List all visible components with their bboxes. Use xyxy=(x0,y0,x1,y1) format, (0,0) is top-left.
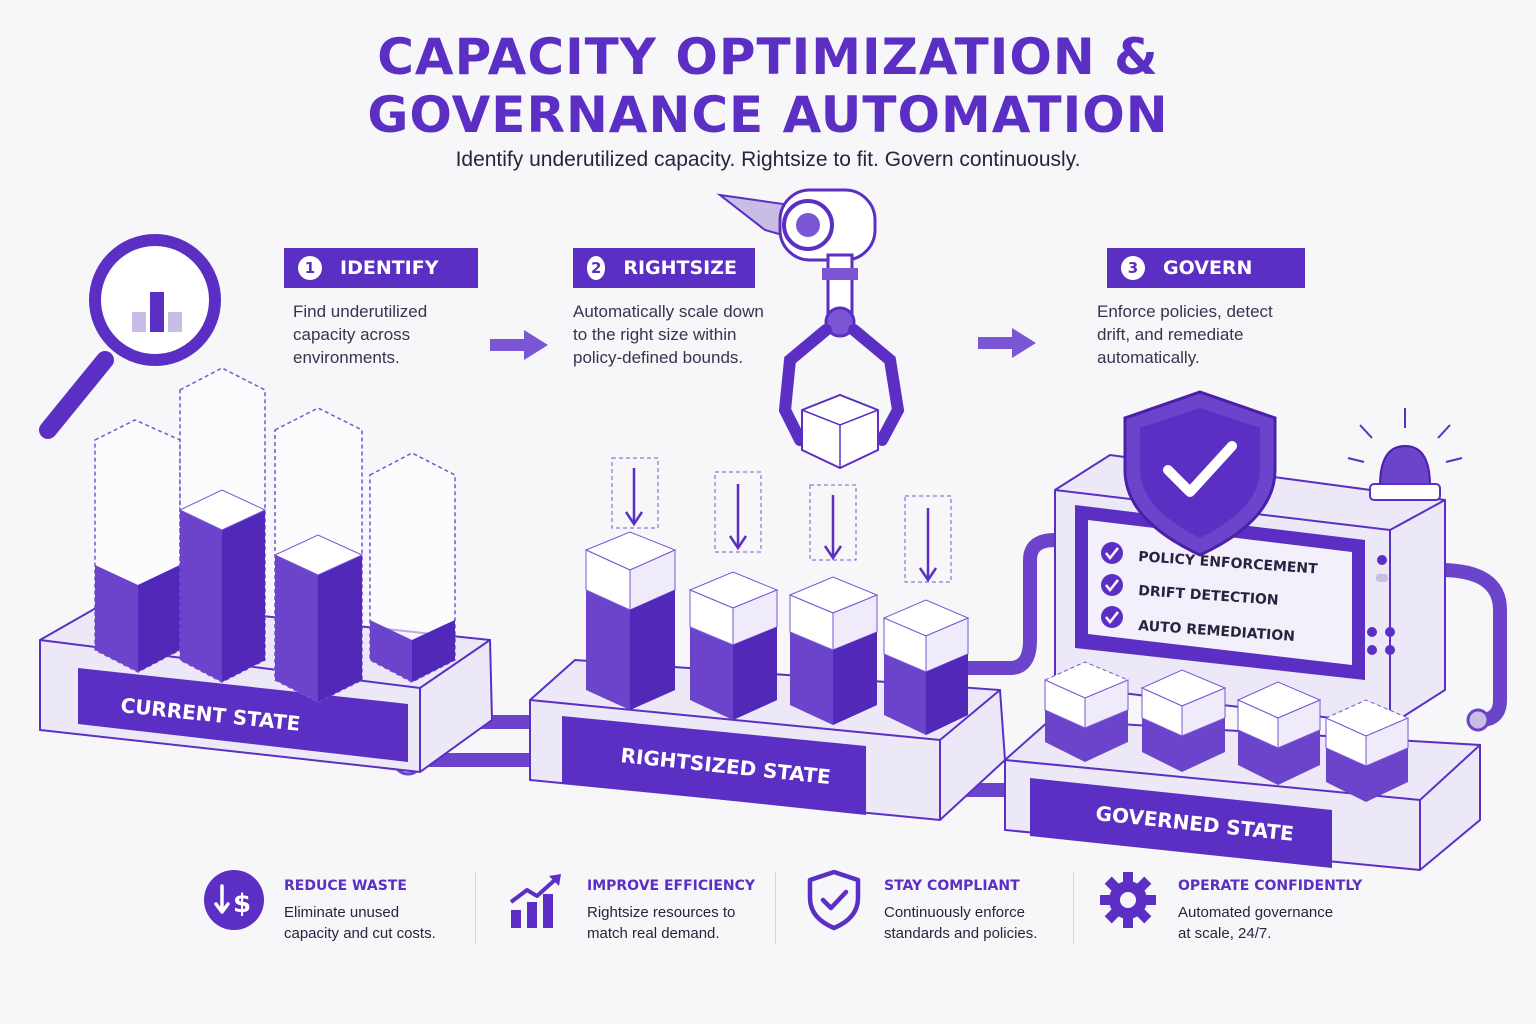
desc-line: Find underutilized xyxy=(293,302,428,321)
step-govern-badge: 3 GOVERN xyxy=(1107,248,1305,288)
step-rightsize-description: Automatically scale down to the right si… xyxy=(573,300,803,369)
benefit-title: STAY COMPLIANT xyxy=(884,878,1020,894)
shield-check-icon xyxy=(1123,390,1277,557)
benefit-title: REDUCE WASTE xyxy=(284,878,407,894)
step-govern-description: Enforce policies, detect drift, and reme… xyxy=(1097,300,1327,369)
benefit-title: IMPROVE EFFICIENCY xyxy=(587,878,756,894)
benefit-title: OPERATE CONFIDENTLY xyxy=(1178,878,1363,894)
shield-check-icon xyxy=(807,869,861,931)
desc-line: Automated governance xyxy=(1178,904,1334,921)
benefit-reduce-waste: $ REDUCE WASTE Eliminate unused capacity… xyxy=(202,868,464,958)
desc-line: capacity and cut costs. xyxy=(284,925,436,942)
desc-line: capacity across xyxy=(293,325,411,344)
divider xyxy=(1073,872,1074,944)
page-subtitle: Identify underutilized capacity. Rightsi… xyxy=(455,148,1081,171)
benefit-description: Continuously enforce standards and polic… xyxy=(884,902,1064,944)
divider xyxy=(775,872,776,944)
desc-line: standards and policies. xyxy=(884,925,1038,942)
page-title: CAPACITY OPTIMIZATION & GOVERNANCE AUTOM… xyxy=(0,28,1536,144)
step-number: 3 xyxy=(1121,256,1145,280)
desc-line: Enforce policies, detect xyxy=(1097,302,1273,321)
desc-line: Rightsize resources to xyxy=(587,904,736,921)
benefit-description: Automated governance at scale, 24/7. xyxy=(1178,902,1358,944)
step-rightsize-badge: 2 RIGHTSIZE xyxy=(573,248,755,288)
desc-line: Automatically scale down xyxy=(573,302,764,321)
title-line-2: GOVERNANCE AUTOMATION xyxy=(367,86,1169,144)
svg-text:$: $ xyxy=(233,889,251,919)
step-label: IDENTIFY xyxy=(340,257,439,279)
arrow-right-icon xyxy=(978,328,1036,358)
gear-icon xyxy=(1100,872,1156,928)
divider xyxy=(475,872,476,944)
magnifier-icon xyxy=(39,234,221,439)
benefit-improve-efficiency: IMPROVE EFFICIENCY Rightsize resources t… xyxy=(505,868,767,958)
desc-line: at scale, 24/7. xyxy=(1178,925,1272,942)
growth-chart-icon xyxy=(509,874,561,928)
desc-line: Continuously enforce xyxy=(884,904,1025,921)
current-state-bars xyxy=(94,367,456,703)
desc-line: drift, and remediate xyxy=(1097,325,1244,344)
step-identify-badge: 1 IDENTIFY xyxy=(284,248,478,288)
desc-line: environments. xyxy=(293,348,400,367)
desc-line: automatically. xyxy=(1097,348,1200,367)
step-number: 1 xyxy=(298,256,322,280)
governance-console xyxy=(1054,453,1446,727)
step-number: 2 xyxy=(587,256,606,280)
desc-line: to the right size within xyxy=(573,325,737,344)
alert-beacon-icon xyxy=(1347,408,1463,501)
arrow-right-icon xyxy=(490,330,548,360)
step-label: GOVERN xyxy=(1163,257,1253,279)
benefit-description: Rightsize resources to match real demand… xyxy=(587,902,767,944)
step-label: RIGHTSIZE xyxy=(623,257,737,279)
benefit-operate-confidently: OPERATE CONFIDENTLY Automated governance… xyxy=(1096,868,1362,958)
governed-cubes xyxy=(1043,661,1410,802)
step-identify-description: Find underutilized capacity across envir… xyxy=(293,300,523,369)
rightsized-bars xyxy=(584,457,970,735)
desc-line: Eliminate unused xyxy=(284,904,400,921)
dollar-down-icon: $ xyxy=(204,870,264,930)
benefit-stay-compliant: STAY COMPLIANT Continuously enforce stan… xyxy=(802,868,1064,958)
desc-line: match real demand. xyxy=(587,925,720,942)
benefit-description: Eliminate unused capacity and cut costs. xyxy=(284,902,464,944)
desc-line: policy-defined bounds. xyxy=(573,348,744,367)
title-line-1: CAPACITY OPTIMIZATION & xyxy=(377,28,1159,86)
robotic-arm-icon xyxy=(716,188,905,470)
